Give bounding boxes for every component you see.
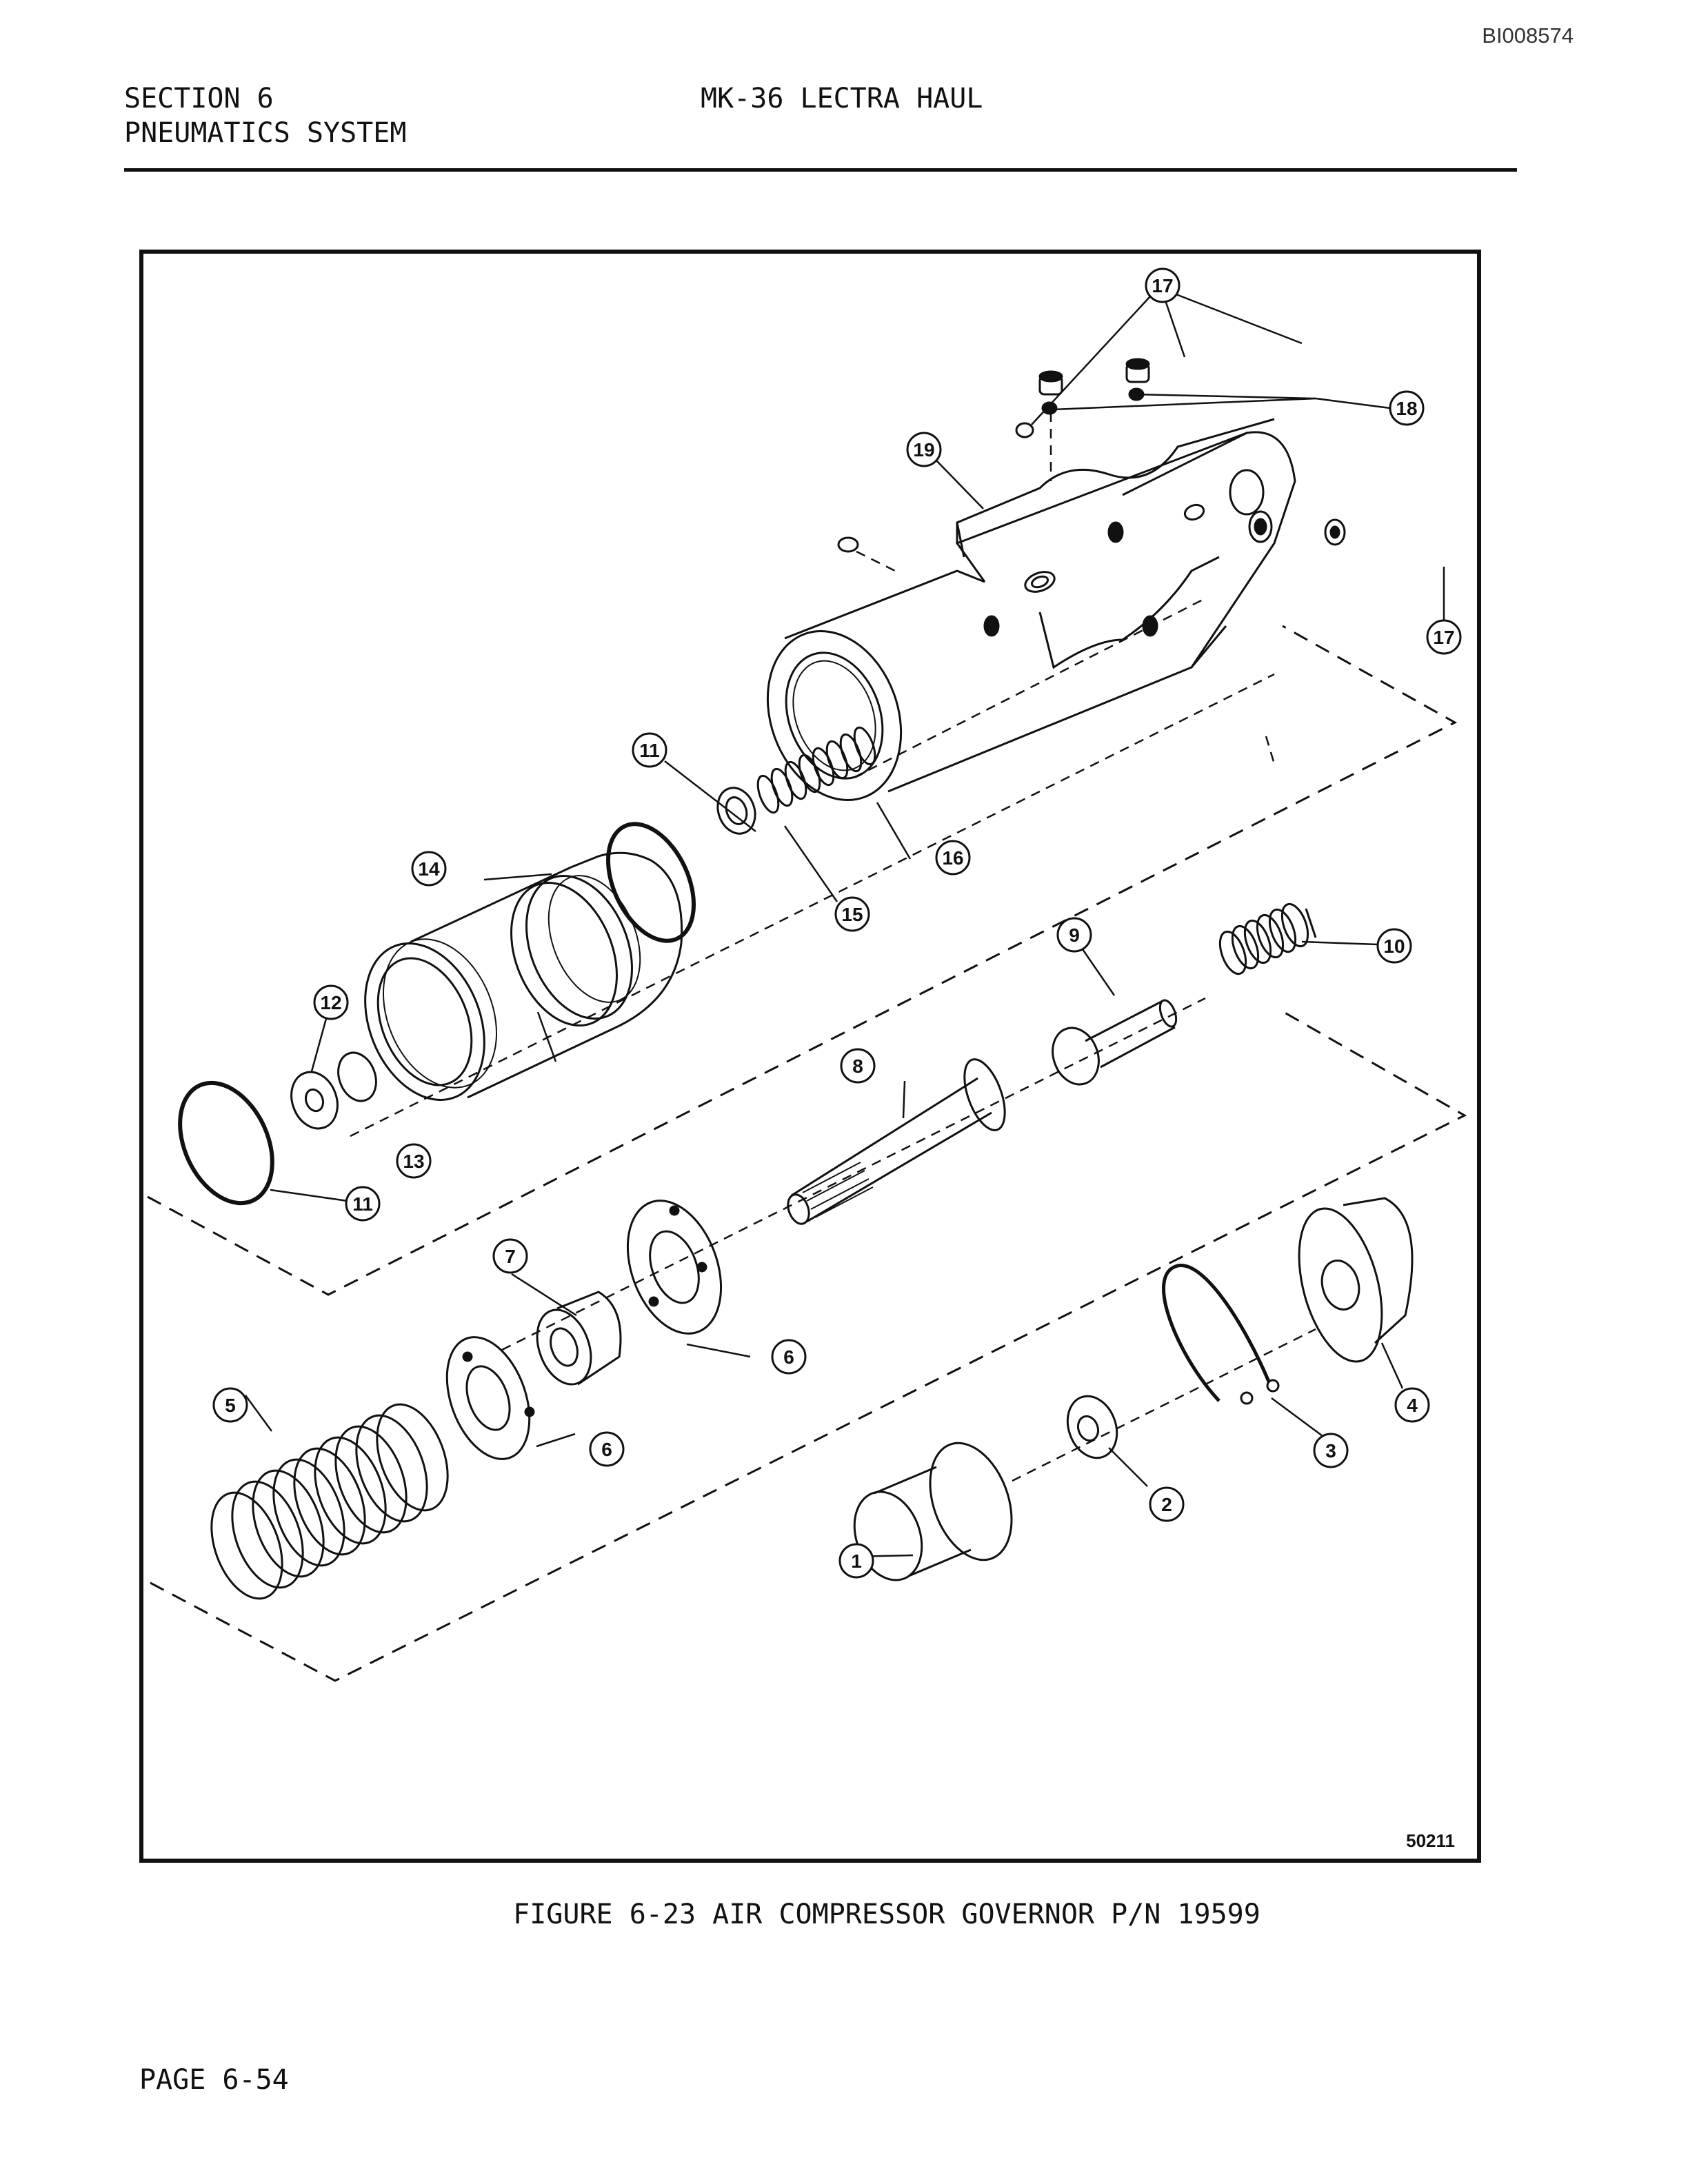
svg-text:6: 6 [783,1346,794,1368]
lower-plane-outline [150,1009,1467,1682]
exploded-parts-figure: 17 18 19 17 11 14 15 16 [139,250,1481,1863]
callout-17-top: 17 [1145,267,1180,303]
svg-text:6: 6 [601,1439,612,1460]
svg-text:14: 14 [418,858,440,880]
disc-part [337,1051,377,1102]
lower-seat-plate-part [445,1336,535,1460]
svg-text:2: 2 [1161,1494,1172,1515]
callout-4: 4 [1394,1387,1430,1423]
valve-stem-part [787,1058,1006,1225]
svg-text:4: 4 [1407,1395,1418,1416]
callout-18: 18 [1389,390,1425,426]
valve-spring-part [1218,902,1317,975]
system-label: PNEUMATICS SYSTEM [124,117,407,149]
svg-text:15: 15 [841,904,863,925]
callout-14: 14 [411,851,447,887]
exploded-view-drawing: 17 18 19 17 11 14 15 16 [147,267,1467,1682]
callout-6-lower: 6 [589,1431,625,1467]
lock-nut-part [1066,1395,1118,1459]
svg-text:12: 12 [320,992,341,1013]
header-divider [124,168,1517,172]
spring-retainer-part [716,787,756,835]
figure-caption: FIGURE 6-23 AIR COMPRESSOR GOVERNOR P/N … [513,1899,1260,1930]
callout-16: 16 [935,840,971,876]
svg-text:10: 10 [1383,936,1405,957]
svg-text:11: 11 [352,1193,373,1215]
spring-cover-part [1298,1197,1414,1363]
bushing-part [536,1291,622,1386]
callout-leader-lines [244,291,1445,1558]
callout-8: 8 [840,1048,876,1084]
callout-12: 12 [313,984,349,1020]
page-number: PAGE 6-54 [139,2064,289,2096]
assembly-axis-lines [350,412,1316,1482]
callout-10: 10 [1376,928,1412,964]
governor-spring-part [756,726,876,814]
seat-plate-part [626,1200,723,1335]
svg-text:18: 18 [1396,398,1417,419]
svg-text:16: 16 [942,847,963,869]
valve-pin-part [1052,999,1178,1086]
main-spring-part [210,1403,449,1600]
callout-2: 2 [1149,1486,1185,1522]
callout-15: 15 [834,896,870,932]
callout-13: 13 [396,1143,432,1179]
svg-text:19: 19 [913,439,934,461]
svg-text:17: 17 [1433,627,1454,648]
svg-text:1: 1 [851,1550,862,1572]
section-label: SECTION 6 [124,83,274,114]
o-ring-part [606,822,696,943]
svg-text:8: 8 [852,1055,863,1077]
callout-5: 5 [212,1387,248,1423]
callout-11-upper: 11 [632,732,667,768]
washer-part [290,1071,339,1130]
svg-text:9: 9 [1069,924,1080,946]
svg-text:7: 7 [505,1246,516,1267]
svg-text:5: 5 [225,1395,236,1416]
cylinder-part [364,851,683,1101]
svg-text:17: 17 [1152,275,1173,296]
cap-screw-part [837,358,1346,553]
lower-o-ring-part [178,1080,274,1206]
callout-19: 19 [906,432,942,467]
callout-11-lower: 11 [345,1186,381,1222]
svg-text:11: 11 [639,740,660,761]
svg-text:3: 3 [1325,1440,1336,1462]
callout-7: 7 [492,1238,528,1274]
document-id: BI008574 [1482,23,1574,48]
callout-9: 9 [1056,917,1092,953]
snap-ring-part [1162,1264,1280,1405]
upper-plane-outline [147,625,1458,1296]
callout-1: 1 [838,1543,874,1579]
svg-text:13: 13 [403,1151,424,1172]
callout-6-upper: 6 [771,1339,807,1375]
section-header: SECTION 6 PNEUMATICS SYSTEM [124,81,406,150]
callout-3: 3 [1313,1433,1349,1468]
manual-title: MK-36 LECTRA HAUL [701,83,983,114]
callout-17-side: 17 [1426,619,1462,655]
drawing-number: 50211 [1406,1830,1455,1851]
